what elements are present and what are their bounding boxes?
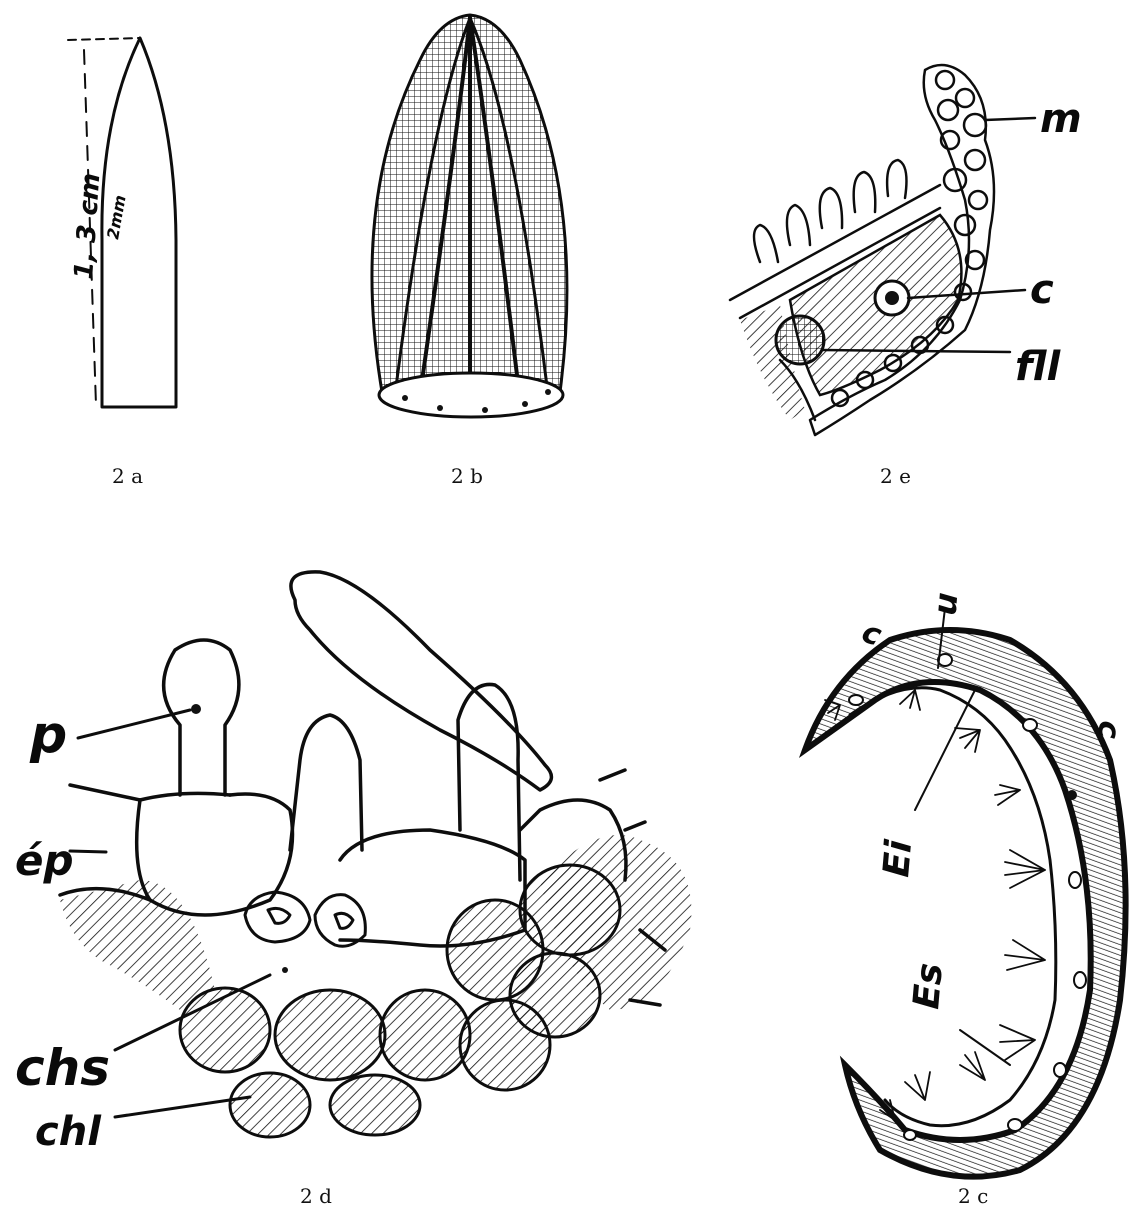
caption-2e: 2 e (880, 464, 911, 488)
label-c-right: c (1090, 719, 1126, 740)
label-p: p (29, 705, 67, 765)
label-es: Es (906, 961, 951, 1010)
figure-2d: p ép chs chl 2 d (15, 572, 691, 1208)
figure-2b: 2 b (372, 15, 567, 488)
label-n: n (930, 591, 970, 617)
label-chl: chl (35, 1109, 102, 1155)
caption-2d: 2 d (300, 1184, 332, 1208)
cone-base (379, 373, 563, 417)
label-c: c (1030, 267, 1054, 313)
top-dimension-line (68, 38, 140, 40)
label-ei: Ei (876, 838, 920, 879)
figure-2c: c n c Ei Es 2 c (805, 591, 1127, 1208)
caption-2a: 2 a (112, 464, 143, 488)
stomata (245, 892, 365, 946)
caption-2c: 2 c (958, 1184, 988, 1208)
chlorenchyma-left (60, 880, 215, 1010)
label-ep: ép (15, 836, 74, 885)
width-label: 2mm (103, 194, 129, 241)
figure-2e: m c fll 2 e (730, 65, 1082, 488)
label-fll: fll (1015, 344, 1061, 390)
hypodermal-tufts (825, 690, 1045, 1120)
vascular-bundle (776, 316, 824, 364)
figure-2a: 1, 3 cm 2mm 2 a (68, 38, 176, 488)
caption-2b: 2 b (451, 464, 483, 488)
label-m: m (1040, 96, 1082, 142)
label-chs: chs (15, 1039, 110, 1097)
leaf-section-inner (850, 688, 1056, 1126)
